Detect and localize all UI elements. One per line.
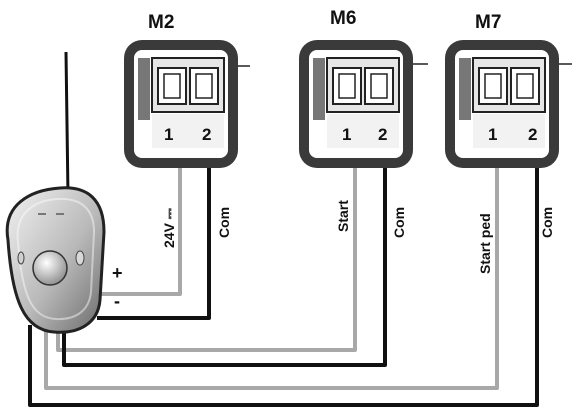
wire-label-m6-com: Com (391, 207, 407, 238)
black-wires (28, 140, 539, 407)
pin-label-m7-1: 1 (488, 125, 497, 144)
wire-m2-com (97, 140, 211, 320)
receiver-led (75, 250, 85, 266)
antenna (64, 51, 70, 197)
terminal-title-m2: M2 (148, 12, 174, 33)
terminal-block-m2 (124, 40, 238, 168)
wire-label-m2-24v: 24V ⎓ (161, 207, 177, 248)
plus-label: + (112, 263, 123, 283)
wire-m2-24v (100, 140, 182, 296)
wire-m7-start-ped (44, 140, 499, 390)
pin-label-m2-1: 1 (164, 125, 173, 144)
pin-label-m6-2: 2 (378, 125, 387, 144)
pin-label-m6-1: 1 (342, 125, 351, 144)
receiver-led (17, 251, 25, 265)
pin-label-m2-2: 2 (202, 125, 211, 144)
radio-receiver (5, 186, 106, 334)
wire-m6-com (62, 140, 387, 367)
minus-label: - (114, 291, 120, 311)
receiver-button[interactable] (32, 250, 68, 286)
terminal-block-m7 (445, 40, 559, 168)
wire-label-m6-start: Start (335, 200, 351, 232)
wire-label-m7-com: Com (539, 207, 555, 238)
pin-label-m7-2: 2 (528, 125, 537, 144)
terminal-block-m6 (299, 40, 413, 168)
terminal-title-m6: M6 (330, 8, 356, 29)
terminal-title-m7: M7 (475, 12, 501, 33)
wire-m7-com (28, 140, 539, 407)
wire-label-m7-start-ped: Start ped (477, 213, 493, 274)
wire-label-m2-com: Com (216, 207, 232, 238)
